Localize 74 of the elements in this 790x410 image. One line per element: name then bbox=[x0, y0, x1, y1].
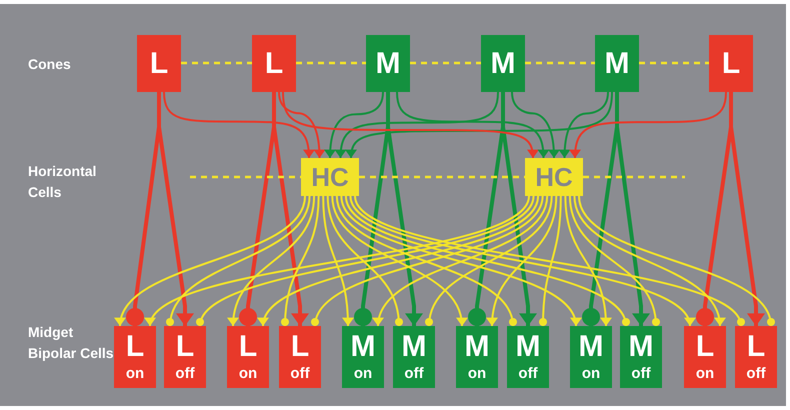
cell-label: HC bbox=[535, 164, 573, 190]
cell-letter: M bbox=[516, 332, 540, 362]
cell-letter: L bbox=[238, 332, 258, 362]
cell-letter: M bbox=[464, 332, 490, 362]
dashed-line bbox=[410, 62, 481, 64]
cell-letter: L bbox=[150, 48, 168, 78]
bipolar-cell-box bbox=[456, 326, 498, 388]
cell-polarity: on bbox=[582, 366, 600, 382]
bipolar-cell-box bbox=[342, 326, 384, 388]
synapse-connector bbox=[558, 92, 609, 158]
cell-polarity: on bbox=[468, 366, 486, 382]
bipolar-cell-box bbox=[620, 326, 662, 388]
synapse-connector bbox=[569, 92, 727, 158]
cone-cell-box bbox=[481, 35, 525, 92]
cell-letter: L bbox=[176, 332, 194, 362]
cell-letter: L bbox=[290, 332, 310, 362]
bipolar-cell-box bbox=[735, 326, 777, 388]
dashed-line bbox=[190, 176, 301, 178]
cell-polarity: off bbox=[631, 366, 651, 382]
horizontal-cell-box bbox=[301, 158, 359, 196]
cell-polarity: off bbox=[518, 366, 538, 382]
cell-letter: L bbox=[126, 332, 144, 362]
cell-label: HC bbox=[311, 164, 349, 190]
cell-letter: M bbox=[628, 332, 654, 362]
synapse-connector bbox=[324, 92, 384, 158]
bipolar-cell-box bbox=[570, 326, 612, 388]
bipolar-cell-box bbox=[279, 326, 321, 388]
bipolar-cell-box bbox=[507, 326, 549, 388]
row-label: Horizontal Cells bbox=[28, 162, 98, 202]
cell-polarity: on bbox=[354, 366, 372, 382]
cell-polarity: on bbox=[126, 366, 144, 382]
cell-letter: L bbox=[746, 332, 766, 362]
cell-polarity: off bbox=[746, 366, 766, 382]
cone-cell-box bbox=[709, 35, 753, 92]
synapse-connector bbox=[396, 92, 550, 158]
cell-polarity: off bbox=[290, 366, 310, 382]
cell-polarity: on bbox=[696, 366, 714, 382]
dashed-line bbox=[296, 62, 366, 64]
cone-cell-box bbox=[252, 35, 296, 92]
cell-letter: M bbox=[376, 48, 400, 78]
bipolar-cell-box bbox=[227, 326, 269, 388]
bipolar-cell-box bbox=[393, 326, 435, 388]
synapse-connector bbox=[729, 92, 765, 326]
synapse-connector bbox=[163, 92, 315, 158]
dashed-line bbox=[181, 62, 252, 64]
synapse-connector bbox=[282, 92, 538, 158]
synapse-connector bbox=[334, 92, 499, 158]
synapse-connector bbox=[511, 92, 560, 158]
bipolar-cell-box bbox=[114, 326, 156, 388]
dashed-line bbox=[639, 62, 709, 64]
row-label: Midget Bipolar Cells bbox=[28, 323, 115, 363]
dashed-line bbox=[525, 62, 595, 64]
cell-polarity: off bbox=[404, 366, 424, 382]
horizontal-cell-box bbox=[525, 158, 583, 196]
cell-letter: M bbox=[402, 332, 426, 362]
dashed-line bbox=[583, 176, 685, 178]
synapse-connector bbox=[278, 92, 326, 158]
row-label: Cones bbox=[28, 55, 72, 74]
dashed-line bbox=[359, 176, 525, 178]
cell-letter: M bbox=[490, 48, 516, 78]
synapse-connector bbox=[346, 92, 613, 158]
cell-letter: L bbox=[264, 48, 284, 78]
cone-cell-box bbox=[137, 35, 181, 92]
cell-letter: M bbox=[604, 48, 630, 78]
cone-cell-box bbox=[366, 35, 410, 92]
cell-letter: M bbox=[350, 332, 376, 362]
cell-letter: L bbox=[696, 332, 714, 362]
bipolar-cell-box bbox=[164, 326, 206, 388]
cell-polarity: off bbox=[175, 366, 195, 382]
bipolar-cell-box bbox=[684, 326, 726, 388]
cone-cell-box bbox=[595, 35, 639, 92]
cell-letter: L bbox=[722, 48, 740, 78]
cell-letter: M bbox=[578, 332, 604, 362]
cell-polarity: on bbox=[238, 366, 258, 382]
